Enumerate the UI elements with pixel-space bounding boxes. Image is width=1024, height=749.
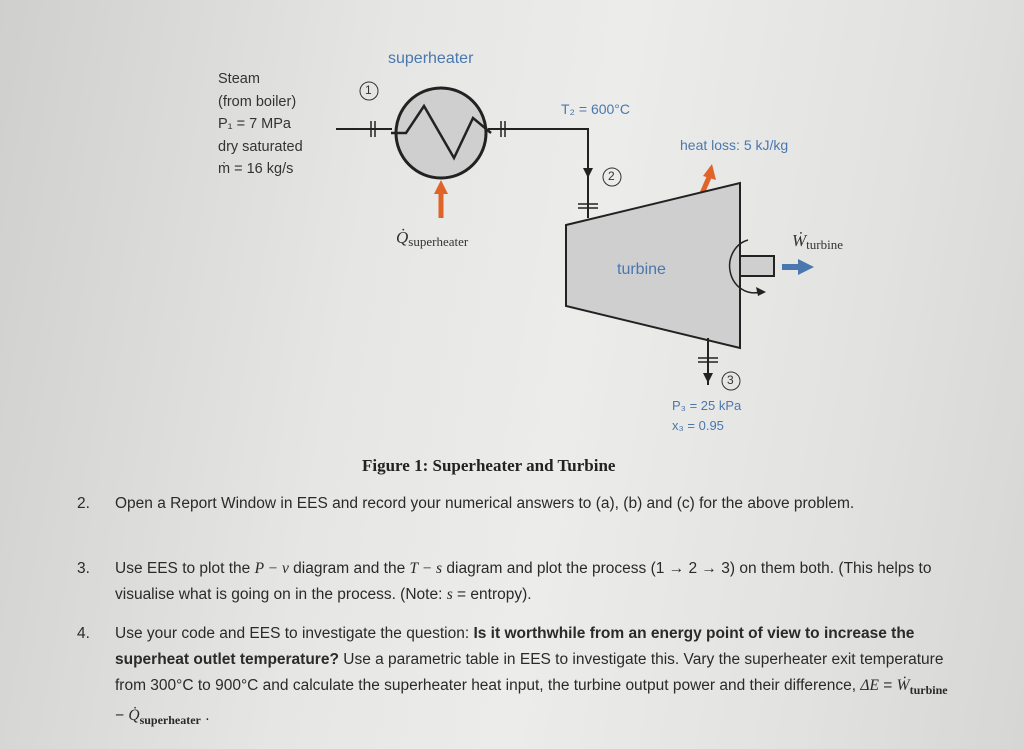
- outlet-pipe: [488, 128, 589, 218]
- q-symbol: Q̇: [396, 228, 409, 247]
- q-superheater-label: Q̇superheater: [396, 228, 468, 250]
- state-1-circle: [359, 81, 379, 101]
- pv-symbol: P − v: [254, 560, 289, 577]
- w-turbine-label: Ẇturbine: [792, 231, 843, 253]
- state-1-label: 1: [365, 83, 372, 97]
- figure-caption: Figure 1: Superheater and Turbine: [362, 456, 616, 475]
- p3-label: P₃ = 25 kPa: [672, 398, 742, 413]
- superheater-label: superheater: [388, 50, 474, 67]
- text-part: diagram and the: [288, 560, 410, 577]
- state-3-label: 3: [727, 373, 734, 387]
- q-dot-subscript: superheater: [139, 713, 201, 727]
- question-number: 2.: [77, 495, 90, 512]
- equals: =: [878, 677, 897, 694]
- q-dot-symbol: Q̇: [128, 707, 140, 724]
- state-2-label: 2: [608, 169, 615, 183]
- steam-line: dry saturated: [218, 138, 303, 155]
- question-text: Use your code and EES to investigate the…: [115, 621, 955, 733]
- text-part: diagram and plot the process (1 → 2 → 3)…: [115, 560, 932, 603]
- steam-line: Steam: [218, 71, 260, 87]
- q-subscript: superheater: [408, 234, 469, 249]
- steam-line: (from boiler): [218, 93, 297, 110]
- delta-e-symbol: ΔE: [860, 677, 879, 694]
- question-number: 3.: [77, 560, 90, 577]
- heating-coil: [391, 103, 492, 161]
- turbine-label: turbine: [617, 261, 666, 278]
- turbine-body: [565, 181, 741, 350]
- text-part: = entropy).: [452, 586, 532, 603]
- steam-line: P₁ = 7 MPa: [218, 116, 291, 132]
- t2-label: T₂ = 600°C: [561, 101, 631, 117]
- w-symbol: Ẇ: [792, 231, 807, 250]
- x3-label: x₃ = 0.95: [672, 418, 724, 433]
- text-part: .: [200, 707, 210, 724]
- text-part: Use a parametric table in EES to investi…: [115, 651, 944, 694]
- steam-info: Steam (from boiler) P₁ = 7 MPa dry satur…: [218, 68, 303, 181]
- question-text: Use EES to plot the P − v diagram and th…: [115, 556, 955, 608]
- ts-symbol: T − s: [409, 560, 443, 577]
- turbine-shaft: [739, 255, 775, 277]
- steam-line: ṁ = 16 kg/s: [218, 161, 294, 177]
- minus: −: [115, 707, 129, 724]
- rotation-indicator: [728, 239, 761, 294]
- flow-arrow: [583, 168, 593, 178]
- text-part: Use your code and EES to investigate the…: [115, 625, 474, 642]
- bold-question: Is it worthwhile from an energy point of…: [115, 625, 915, 668]
- w-dot-subscript: turbine: [909, 683, 948, 697]
- state-2-circle: [602, 167, 622, 187]
- question-number: 4.: [77, 625, 90, 642]
- w-dot-symbol: Ẇ: [896, 677, 910, 694]
- w-subscript: turbine: [806, 237, 843, 252]
- s-symbol: s: [446, 586, 453, 603]
- superheater-turbine-diagram: [336, 81, 814, 391]
- state-3-circle: [721, 371, 741, 391]
- text-part: Use EES to plot the: [115, 560, 255, 577]
- heat-loss-label: heat loss: 5 kJ/kg: [680, 137, 789, 153]
- question-text: Open a Report Window in EES and record y…: [115, 495, 855, 512]
